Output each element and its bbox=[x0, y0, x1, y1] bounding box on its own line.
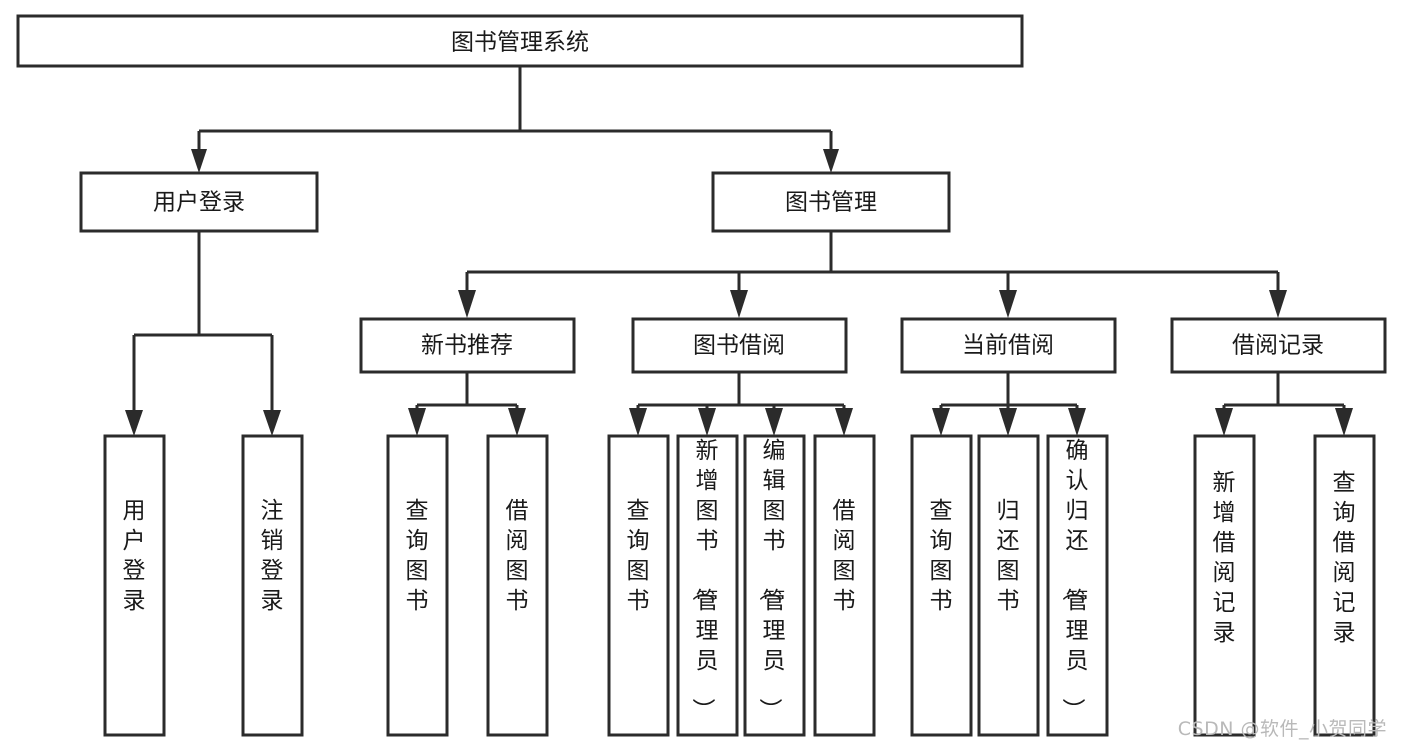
leaf-edit-book-label: 编辑图书（管理员） bbox=[757, 438, 786, 721]
leaf-query-book-3-box[interactable] bbox=[910, 434, 973, 737]
node-root-box[interactable] bbox=[16, 14, 1024, 68]
leaf-add-record-label: 新增借阅记录 bbox=[1213, 470, 1236, 646]
leaf-logout[interactable]: 注销登录 bbox=[241, 434, 304, 737]
leaf-query-book-2[interactable]: 查询图书 bbox=[607, 434, 670, 737]
leaf-query-book-2-label: 查询图书 bbox=[627, 498, 650, 614]
leaf-confirm-return-label: 确认归还（管理员） bbox=[1060, 438, 1089, 721]
connectors-borrow-record-to-leaves bbox=[1215, 372, 1353, 436]
leaf-query-book-1-label: 查询图书 bbox=[406, 498, 429, 614]
leaf-logout-box[interactable] bbox=[241, 434, 304, 737]
node-user-login-label: 用户登录 bbox=[153, 190, 245, 216]
leaf-borrow-book-2-box[interactable] bbox=[813, 434, 876, 737]
arrow-to-leaf-add-record bbox=[1215, 408, 1233, 436]
node-new-book-recommend-label: 新书推荐 bbox=[421, 333, 513, 359]
node-book-borrow-label: 图书借阅 bbox=[693, 333, 785, 359]
arrow-to-book-management bbox=[823, 149, 839, 173]
leaf-logout-label: 注销登录 bbox=[261, 498, 284, 614]
leaf-add-book[interactable]: 新增图书（管理员） bbox=[676, 434, 739, 737]
leaf-add-book-label: 新增图书（管理员） bbox=[690, 438, 719, 721]
node-root-label: 图书管理系统 bbox=[451, 30, 589, 56]
leaf-edit-book[interactable]: 编辑图书（管理员） bbox=[743, 434, 806, 737]
leaf-query-record-label: 查询借阅记录 bbox=[1333, 470, 1356, 646]
connector-new-book-branch bbox=[415, 372, 519, 416]
arrow-to-new-book-rec bbox=[458, 290, 476, 318]
leaf-query-record-box[interactable] bbox=[1313, 434, 1376, 737]
node-book-management-label: 图书管理 bbox=[785, 190, 877, 216]
leaf-query-book-3[interactable]: 查询图书 bbox=[910, 434, 973, 737]
node-current-borrow-label: 当前借阅 bbox=[962, 333, 1054, 359]
node-new-book-recommend[interactable]: 新书推荐 bbox=[359, 317, 576, 374]
node-book-borrow-box[interactable] bbox=[631, 317, 848, 374]
leaf-return-book[interactable]: 归还图书 bbox=[977, 434, 1040, 737]
node-new-book-recommend-box[interactable] bbox=[359, 317, 576, 374]
node-borrow-record-box[interactable] bbox=[1170, 317, 1387, 374]
leaf-return-book-box[interactable] bbox=[977, 434, 1040, 737]
leaf-user-login[interactable]: 用户登录 bbox=[103, 434, 166, 737]
leaf-query-book-2-box[interactable] bbox=[607, 434, 670, 737]
leaf-confirm-return-box[interactable] bbox=[1046, 434, 1109, 737]
connectors-book-mgmt-to-level3 bbox=[458, 231, 1287, 318]
node-current-borrow[interactable]: 当前借阅 bbox=[900, 317, 1117, 374]
node-book-management[interactable]: 图书管理 bbox=[711, 171, 951, 233]
leaf-add-record-box[interactable] bbox=[1193, 434, 1256, 737]
node-book-borrow[interactable]: 图书借阅 bbox=[631, 317, 848, 374]
arrow-to-leaf-query-book-1 bbox=[408, 408, 426, 436]
node-borrow-record-label: 借阅记录 bbox=[1232, 333, 1324, 359]
connectors-root-to-level2 bbox=[191, 66, 839, 173]
arrow-to-leaf-confirm-return bbox=[1068, 408, 1086, 436]
arrow-to-leaf-query-book-2 bbox=[629, 408, 647, 436]
connector-book-borrow-branch bbox=[636, 372, 846, 416]
leaf-query-book-1-box[interactable] bbox=[386, 434, 449, 737]
leaf-borrow-book-1-box[interactable] bbox=[486, 434, 549, 737]
node-user-login-box[interactable] bbox=[79, 171, 319, 233]
connectors-new-book-rec-to-leaves bbox=[408, 372, 526, 436]
leaf-borrow-book-1-label: 借阅图书 bbox=[506, 498, 529, 614]
connector-user-login-branch bbox=[132, 231, 274, 420]
leaf-add-record[interactable]: 新增借阅记录 bbox=[1193, 434, 1256, 737]
arrow-to-leaf-query-book-3 bbox=[932, 408, 950, 436]
leaf-user-login-label: 用户登录 bbox=[123, 498, 146, 614]
arrow-to-leaf-query-record bbox=[1335, 408, 1353, 436]
leaf-confirm-return[interactable]: 确认归还（管理员） bbox=[1046, 434, 1109, 737]
node-current-borrow-box[interactable] bbox=[900, 317, 1117, 374]
connectors-user-login-to-leaves bbox=[125, 231, 281, 436]
leaf-query-book-3-label: 查询图书 bbox=[930, 498, 953, 614]
leaf-borrow-book-2[interactable]: 借阅图书 bbox=[813, 434, 876, 737]
leaf-edit-book-box[interactable] bbox=[743, 434, 806, 737]
arrow-to-leaf-add-book bbox=[698, 408, 716, 436]
arrow-to-leaf-borrow-book-2 bbox=[835, 408, 853, 436]
arrow-to-book-borrow bbox=[730, 290, 748, 318]
node-user-login[interactable]: 用户登录 bbox=[79, 171, 319, 233]
leaf-user-login-box[interactable] bbox=[103, 434, 166, 737]
arrow-to-leaf-return-book bbox=[999, 408, 1017, 436]
arrow-to-user-login bbox=[191, 149, 207, 173]
node-borrow-record[interactable]: 借阅记录 bbox=[1170, 317, 1387, 374]
connectors-book-borrow-to-leaves bbox=[629, 372, 853, 436]
arrow-to-leaf-borrow-book-1 bbox=[508, 408, 526, 436]
node-root[interactable]: 图书管理系统 bbox=[16, 14, 1024, 68]
arrow-to-leaf-logout bbox=[263, 410, 281, 436]
leaf-query-record[interactable]: 查询借阅记录 bbox=[1313, 434, 1376, 737]
connector-borrow-record-branch bbox=[1222, 372, 1346, 416]
leaf-return-book-label: 归还图书 bbox=[997, 498, 1020, 614]
arrow-to-borrow-record bbox=[1269, 290, 1287, 318]
connectors-current-borrow-to-leaves bbox=[932, 372, 1086, 436]
connector-book-mgmt-branch bbox=[465, 231, 1280, 296]
leaf-add-book-box[interactable] bbox=[676, 434, 739, 737]
node-book-management-box[interactable] bbox=[711, 171, 951, 233]
connector-root-branch bbox=[197, 66, 831, 160]
leaf-query-book-1[interactable]: 查询图书 bbox=[386, 434, 449, 737]
arrow-to-leaf-user-login bbox=[125, 410, 143, 436]
leaf-borrow-book-1[interactable]: 借阅图书 bbox=[486, 434, 549, 737]
leaf-borrow-book-2-label: 借阅图书 bbox=[833, 498, 856, 614]
arrow-to-current-borrow bbox=[999, 290, 1017, 318]
arrow-to-leaf-edit-book bbox=[765, 408, 783, 436]
